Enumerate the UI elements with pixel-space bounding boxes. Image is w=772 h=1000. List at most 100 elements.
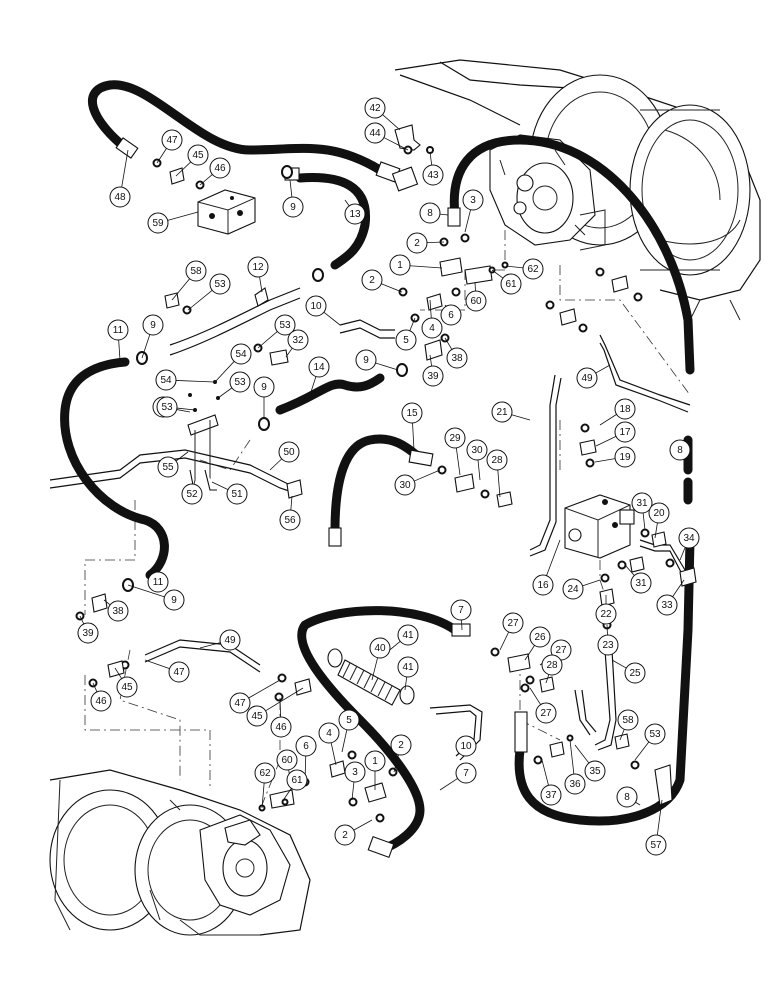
callout-bubble bbox=[465, 290, 487, 312]
callout-51: 51 bbox=[211, 481, 248, 505]
callout-number: 47 bbox=[173, 667, 185, 678]
callout-leader bbox=[594, 458, 616, 463]
callout-leader bbox=[211, 481, 229, 491]
callout-number: 8 bbox=[427, 208, 433, 219]
callout-number: 12 bbox=[252, 262, 264, 273]
callout-bubble bbox=[107, 600, 129, 622]
callout-number: 16 bbox=[537, 580, 549, 591]
callout-leader bbox=[414, 469, 441, 482]
callout-number: 40 bbox=[374, 643, 386, 654]
callout-number: 9 bbox=[261, 382, 267, 393]
callout-4: 4 bbox=[421, 299, 443, 339]
callout-number: 44 bbox=[369, 128, 381, 139]
callout-number: 18 bbox=[619, 404, 631, 415]
callout-8: 8 bbox=[419, 202, 449, 224]
components bbox=[187, 189, 673, 809]
callout-leader bbox=[599, 414, 617, 426]
callout-bubble bbox=[529, 626, 551, 648]
callout-bubble bbox=[369, 637, 391, 659]
callout-1: 1 bbox=[364, 750, 386, 790]
callout-number: 11 bbox=[153, 577, 164, 588]
callout-bubble bbox=[617, 709, 639, 731]
callout-leader bbox=[624, 564, 635, 576]
callout-number: 50 bbox=[283, 447, 295, 458]
callout-bubble bbox=[187, 144, 209, 166]
manifold-block bbox=[197, 189, 256, 235]
callout-bubble bbox=[109, 186, 131, 208]
callout-bubble bbox=[157, 456, 179, 478]
callout-bubble bbox=[247, 256, 269, 278]
callout-leader bbox=[156, 148, 167, 164]
callout-leader bbox=[167, 211, 199, 221]
callout-40: 40 bbox=[369, 637, 391, 681]
callout-leader bbox=[382, 114, 401, 131]
callout-number: 45 bbox=[251, 711, 263, 722]
callout-6: 6 bbox=[440, 304, 462, 326]
callout-bubble bbox=[455, 735, 477, 757]
callout-17: 17 bbox=[595, 421, 636, 447]
callout-number: 24 bbox=[567, 584, 579, 595]
callout-bubble bbox=[614, 421, 636, 443]
callout-bubble bbox=[644, 723, 666, 745]
callout-46: 46 bbox=[199, 157, 231, 186]
callout-leader bbox=[381, 283, 403, 293]
callout-11: 11 bbox=[107, 319, 129, 361]
callout-number: 7 bbox=[463, 768, 469, 779]
callout-bubble bbox=[279, 509, 301, 531]
callout-27: 27 bbox=[499, 612, 524, 651]
callout-leader bbox=[412, 422, 415, 451]
callout-number: 58 bbox=[190, 266, 202, 277]
callout-number: 6 bbox=[303, 741, 309, 752]
callout-leader bbox=[279, 697, 282, 718]
callout-leader bbox=[103, 599, 111, 606]
callout-bubble bbox=[669, 439, 691, 461]
hoses bbox=[60, 80, 695, 853]
callout-bubble bbox=[462, 189, 484, 211]
callout-bubble bbox=[278, 441, 300, 463]
tubes bbox=[49, 287, 691, 761]
callout-bubble bbox=[355, 349, 377, 371]
callout-bubble bbox=[147, 212, 169, 234]
callout-bubble bbox=[541, 654, 563, 676]
callout-41: 41 bbox=[379, 624, 419, 659]
callout-bubble bbox=[282, 196, 304, 218]
callout-38: 38 bbox=[103, 599, 129, 622]
callout-bubble bbox=[678, 527, 700, 549]
callout-number: 42 bbox=[369, 103, 381, 114]
callout-leader bbox=[511, 414, 531, 421]
callout-31: 31 bbox=[624, 564, 652, 594]
callout-11: 11 bbox=[147, 571, 169, 593]
callout-number: 15 bbox=[406, 408, 418, 419]
callout-leader bbox=[341, 729, 348, 753]
callout-number: 5 bbox=[346, 715, 352, 726]
callout-bubble bbox=[361, 269, 383, 291]
callout-number: 9 bbox=[171, 595, 177, 606]
hose-15 bbox=[330, 434, 425, 535]
callout-bubble bbox=[107, 319, 129, 341]
callout-number: 10 bbox=[310, 301, 322, 312]
callout-number: 28 bbox=[546, 660, 558, 671]
callout-bubble bbox=[142, 314, 164, 336]
callout-7: 7 bbox=[450, 599, 472, 631]
callout-53: 53 bbox=[187, 273, 231, 311]
callout-number: 26 bbox=[534, 632, 546, 643]
callout-number: 46 bbox=[275, 722, 287, 733]
callout-leader bbox=[171, 278, 190, 301]
callout-leader bbox=[461, 619, 463, 631]
callout-leader bbox=[289, 179, 293, 198]
callout-bubble bbox=[364, 122, 386, 144]
callout-bubble bbox=[419, 202, 441, 224]
callout-4: 4 bbox=[318, 722, 340, 766]
callout-49: 49 bbox=[576, 364, 611, 389]
callout-leader bbox=[404, 676, 408, 691]
callout-bubble bbox=[466, 439, 488, 461]
callout-number: 62 bbox=[259, 768, 271, 779]
callout-47: 47 bbox=[144, 659, 190, 683]
callout-23: 23 bbox=[597, 624, 619, 656]
callout-leader bbox=[541, 759, 549, 786]
callout-leader bbox=[257, 331, 278, 349]
callout-leader bbox=[199, 174, 213, 186]
callout-number: 47 bbox=[166, 135, 178, 146]
callout-bubble bbox=[185, 260, 207, 282]
callout-bubble bbox=[161, 129, 183, 151]
